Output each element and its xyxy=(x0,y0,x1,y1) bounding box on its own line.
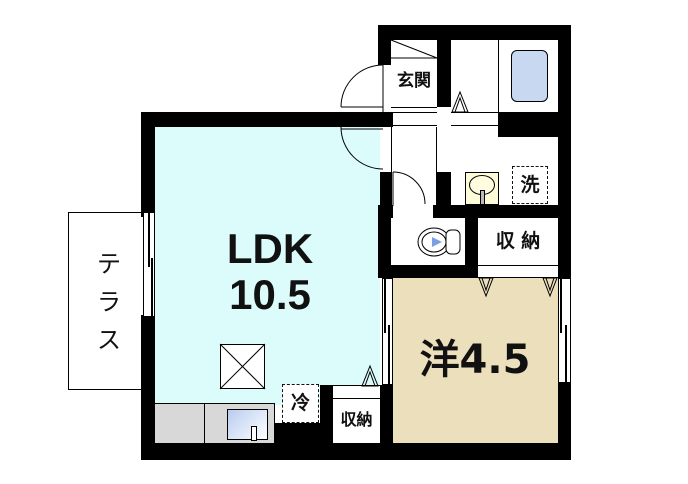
wall xyxy=(433,205,568,218)
door-marker-icon xyxy=(361,364,379,387)
washing-machine-area xyxy=(512,166,548,204)
entrance-area xyxy=(391,40,437,112)
wall xyxy=(378,205,391,275)
bathtub-icon xyxy=(511,50,548,102)
sliding-door[interactable] xyxy=(382,278,393,385)
ldk-floor xyxy=(155,127,380,405)
wall xyxy=(437,172,451,210)
wall xyxy=(558,380,571,460)
wall xyxy=(141,112,393,127)
storage-lower xyxy=(333,385,380,443)
western-room-floor xyxy=(393,278,558,443)
wall xyxy=(320,385,333,455)
fridge-space xyxy=(282,384,319,423)
wall xyxy=(558,25,571,280)
entrance-label: 玄関 xyxy=(397,71,431,91)
wall xyxy=(378,25,391,65)
fridge-label: 冷 xyxy=(290,392,310,414)
wall xyxy=(378,265,493,278)
storage-lower-label: 収納 xyxy=(340,410,373,429)
kitchen-sink-icon xyxy=(227,409,268,440)
washroom-label: 洗 xyxy=(520,174,540,196)
storage-upper xyxy=(478,218,558,265)
door-marker-icon xyxy=(542,277,558,298)
hallway xyxy=(391,127,437,205)
ldk-label-name: LDK xyxy=(226,225,314,272)
western-room-label: 洋4.5 xyxy=(419,337,531,383)
wall xyxy=(465,218,478,278)
wall xyxy=(437,25,451,107)
wall xyxy=(141,443,571,460)
door-marker-icon xyxy=(451,90,469,113)
front-door-swing-icon[interactable] xyxy=(338,64,384,115)
wall xyxy=(141,315,155,460)
wall xyxy=(498,112,568,137)
ldk-door-swing-icon[interactable] xyxy=(338,126,384,175)
range-hood-icon xyxy=(219,343,266,390)
terrace xyxy=(68,212,148,390)
ldk-label-size: 10.5 xyxy=(229,271,311,318)
terrace-label-1: テ xyxy=(97,250,121,278)
shoe-cabinet-icon xyxy=(390,39,438,59)
toilet-door-swing-icon[interactable] xyxy=(392,171,433,206)
storage-upper-label: 収 納 xyxy=(495,230,541,252)
terrace-label-3: ス xyxy=(97,326,121,354)
wall xyxy=(380,385,393,460)
wall xyxy=(378,25,571,40)
door-marker-icon xyxy=(478,277,494,298)
toilet-icon xyxy=(417,227,461,257)
wall xyxy=(141,112,155,217)
terrace-label-2: ラ xyxy=(97,288,121,316)
